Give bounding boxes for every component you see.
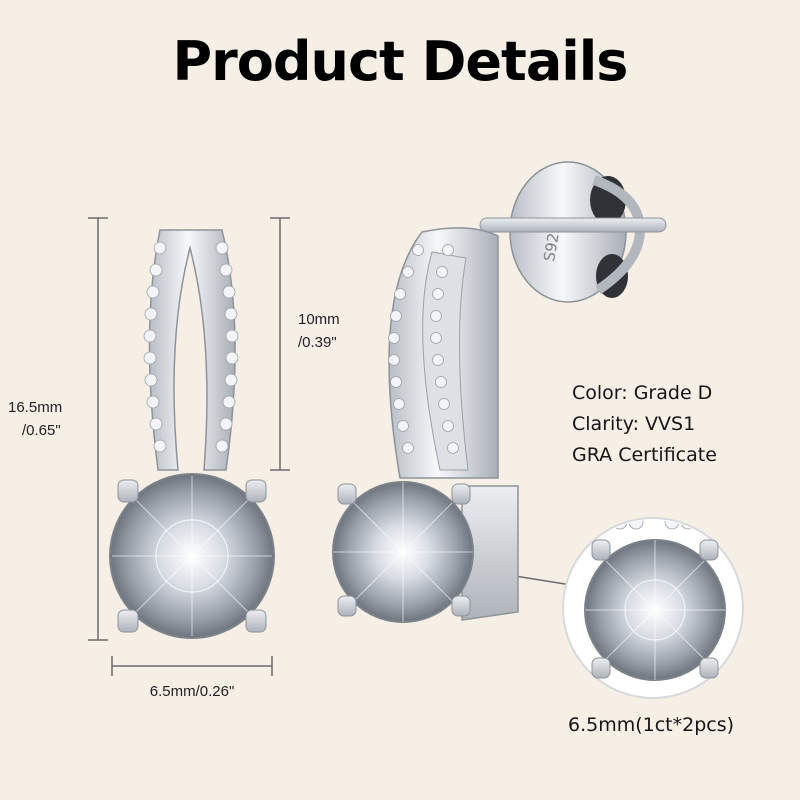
- stone-width-dimension: [111, 656, 273, 676]
- pave-diamonds-side: [388, 244, 459, 454]
- magnified-stone-inset: [562, 517, 744, 699]
- loop-height-label: 10mm /0.39": [298, 308, 340, 354]
- loop-height-dimension: [270, 217, 290, 471]
- stone-width-label: 6.5mm/0.26": [149, 683, 235, 700]
- earring-side-view: S925: [332, 161, 667, 623]
- total-height-mm: 16.5mm: [8, 399, 63, 416]
- spec-color: Color: Grade D: [572, 382, 713, 404]
- pave-diamonds-right: [215, 241, 239, 453]
- total-height-dimension: [88, 217, 108, 641]
- spec-clarity: Clarity: VVS1: [572, 413, 696, 435]
- earring-front-view: [109, 229, 275, 639]
- loop-height-in: /0.39": [298, 334, 337, 351]
- total-height-label: 16.5mm /0.65": [8, 396, 62, 442]
- total-height-in: /0.65": [22, 422, 61, 439]
- earring-post: [479, 217, 667, 233]
- prongs-inset: [591, 539, 719, 679]
- spec-certificate: GRA Certificate: [572, 444, 717, 466]
- loop-height-mm: 10mm: [298, 311, 340, 328]
- prongs-side: [337, 483, 471, 617]
- prongs-front: [117, 479, 267, 633]
- stone-size-caption: 6.5mm(1ct*2pcs): [568, 714, 735, 736]
- pave-diamonds-left: [143, 241, 167, 453]
- page-title: Product Details: [172, 30, 629, 93]
